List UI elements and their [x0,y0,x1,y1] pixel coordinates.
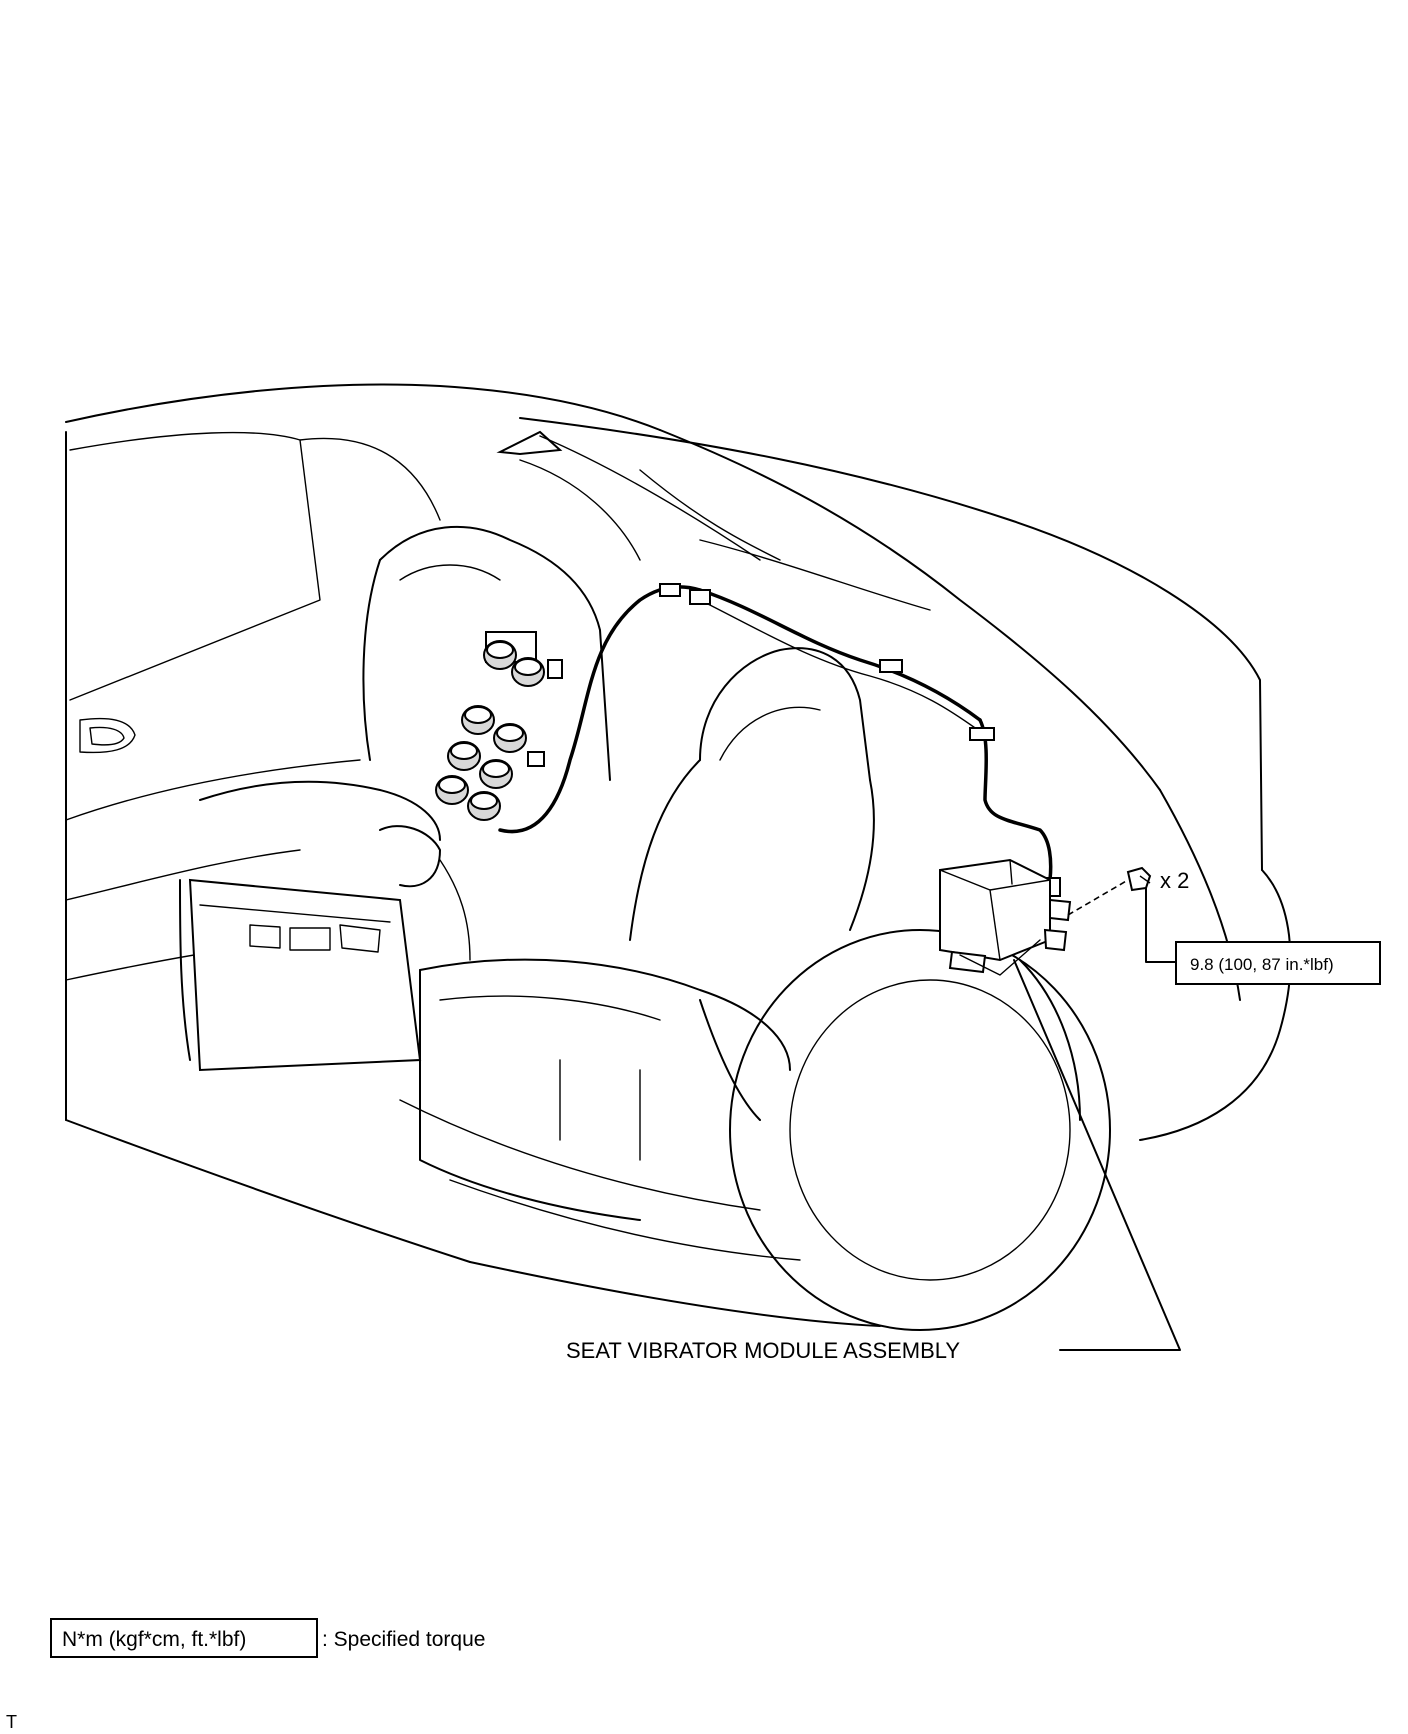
component-label: SEAT VIBRATOR MODULE ASSEMBLY [566,1338,960,1363]
vibrator-motor [493,723,527,753]
vibrator-motor [479,759,513,789]
vibrator-motor [511,657,545,687]
vibrator-motor [447,741,481,771]
corner-mark: T [6,1712,17,1732]
legend-box-text: N*m (kgf*cm, ft.*lbf) [62,1628,246,1651]
rear-wheel [729,929,1111,1331]
component-label-callout: SEAT VIBRATOR MODULE ASSEMBLY [566,959,1181,1363]
vibrator-motor-cluster [435,631,563,821]
legend-description: : Specified torque [322,1628,485,1651]
wire-harness [498,583,1061,897]
vehicle-body-outline [65,383,1292,1327]
seat-vibrator-module [939,858,1072,976]
legend: N*m (kgf*cm, ft.*lbf) : Specified torque [50,1618,485,1658]
bolt [1067,866,1152,916]
torque-box [1175,941,1381,985]
vibrator-motor [467,791,501,821]
torque-value: 9.8 (100, 87 in.*lbf) [1190,955,1334,974]
vibrator-motor [461,705,495,735]
bolt-quantity: x 2 [1160,868,1189,893]
front-seat [419,647,875,1221]
vibrator-motor [483,640,517,670]
legend-box [50,1618,318,1658]
vibrator-motor [435,775,469,805]
rear-seat [179,525,611,1072]
torque-callout: 9.8 (100, 87 in.*lbf) [1145,887,1381,985]
